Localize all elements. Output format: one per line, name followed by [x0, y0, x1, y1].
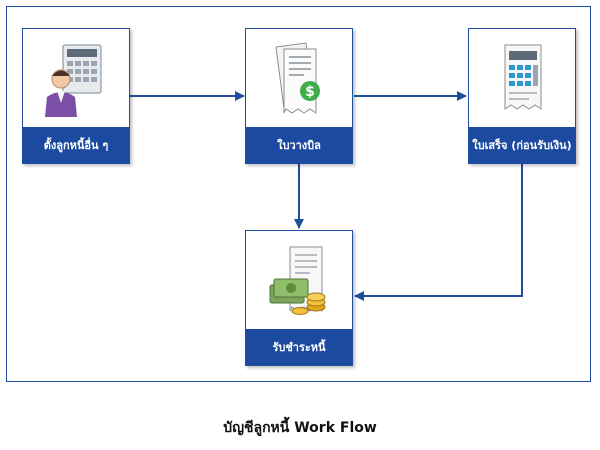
node-label: ตั้งลูกหนี้อื่น ๆ — [23, 127, 129, 163]
node-ar-other[interactable]: ตั้งลูกหนี้อื่น ๆ — [22, 28, 130, 164]
node-bill[interactable]: $ ใบวางบิล — [245, 28, 353, 164]
node-label: รับชำระหนี้ — [246, 329, 352, 365]
node-label: ใบเสร็จ (ก่อนรับเงิน) — [469, 127, 575, 163]
diagram-caption: บัญชีลูกหนี้ Work Flow — [223, 420, 377, 436]
receipt-sheet-icon — [469, 29, 575, 129]
money-coins-icon — [246, 231, 352, 331]
node-receive[interactable]: รับชำระหนี้ — [245, 230, 353, 366]
node-label: ใบวางบิล — [246, 127, 352, 163]
node-receipt[interactable]: ใบเสร็จ (ก่อนรับเงิน) — [468, 28, 576, 164]
svg-text:$: $ — [305, 84, 315, 100]
bill-dollar-icon: $ — [246, 29, 352, 129]
person-calculator-icon — [23, 29, 129, 129]
